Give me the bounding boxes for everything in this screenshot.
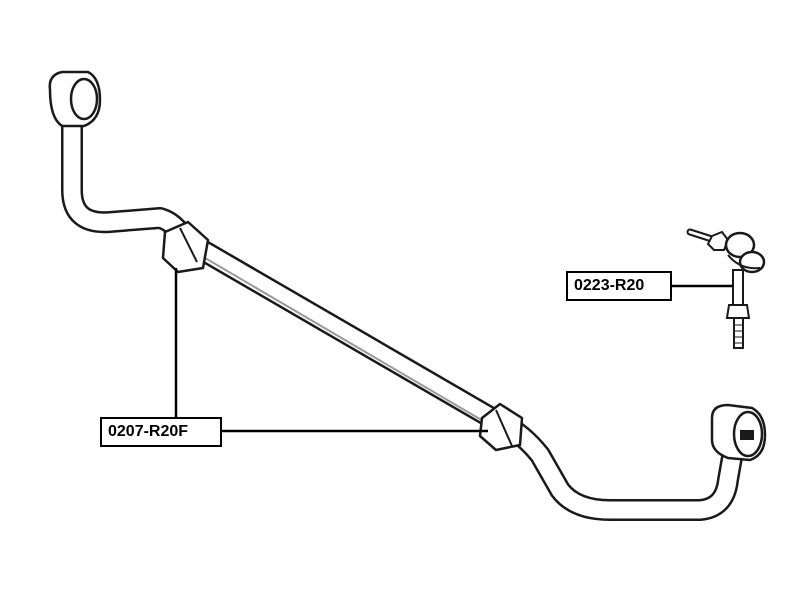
leader-lines xyxy=(174,268,733,433)
stabilizer-link xyxy=(686,228,766,349)
part-label-stabilizer-link[interactable]: 0223-R20 xyxy=(566,271,672,301)
left-bushing xyxy=(161,220,210,274)
stabilizer-bar xyxy=(61,89,746,521)
left-end-eye xyxy=(48,70,102,128)
part-label-stabilizer-bushing[interactable]: 0207-R20F xyxy=(100,417,222,447)
right-end-eye xyxy=(710,403,767,462)
right-bushing xyxy=(478,402,524,452)
